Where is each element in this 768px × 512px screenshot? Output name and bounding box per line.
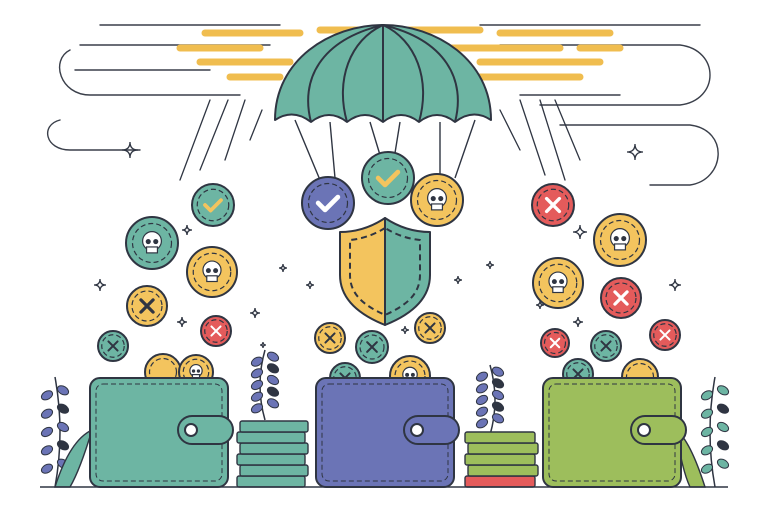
stacked-coin bbox=[236, 431, 306, 444]
coin-x bbox=[200, 315, 232, 347]
sparkles bbox=[93, 141, 682, 349]
wallet-icon bbox=[542, 377, 687, 488]
coin-x bbox=[590, 330, 622, 362]
stacked-coin bbox=[239, 442, 309, 455]
coin-stack bbox=[236, 420, 309, 488]
stacked-coin bbox=[239, 420, 309, 433]
sparkle-icon bbox=[668, 278, 682, 292]
wallet-clasp-button bbox=[184, 423, 198, 437]
sparkle-icon bbox=[453, 275, 463, 285]
x-icon bbox=[424, 322, 436, 334]
sparkle-icon bbox=[176, 316, 188, 328]
stacked-coin bbox=[236, 475, 306, 488]
x-icon bbox=[659, 329, 671, 341]
coin-skull bbox=[186, 246, 238, 298]
leaf-icon bbox=[700, 376, 730, 488]
coin-x bbox=[414, 312, 446, 344]
sparkle-icon bbox=[535, 300, 545, 310]
stacked-coin bbox=[464, 431, 536, 444]
coin-x bbox=[126, 285, 168, 327]
stacked-coin bbox=[236, 453, 306, 466]
x-icon bbox=[210, 325, 222, 337]
motion-lines bbox=[179, 99, 581, 181]
x-icon bbox=[107, 340, 119, 352]
coin-check bbox=[191, 183, 235, 227]
coin-x bbox=[314, 322, 346, 354]
stacked-coin bbox=[239, 464, 309, 477]
coin-x bbox=[540, 328, 570, 358]
check-icon bbox=[203, 198, 223, 213]
skull-icon bbox=[142, 231, 162, 254]
x-icon bbox=[613, 290, 629, 306]
sparkle-icon bbox=[121, 141, 139, 159]
skull-icon bbox=[610, 228, 630, 251]
shield-icon bbox=[339, 217, 431, 326]
sparkle-icon bbox=[305, 280, 315, 290]
skull-icon bbox=[427, 188, 447, 211]
cloud-right bbox=[479, 24, 719, 186]
wallet-icon bbox=[89, 377, 234, 488]
sparkle-icon bbox=[400, 325, 410, 335]
leaf-icon bbox=[40, 376, 70, 488]
wallets bbox=[89, 377, 687, 488]
coin-skull bbox=[532, 257, 584, 309]
x-icon bbox=[600, 340, 612, 352]
stacked-coin bbox=[467, 442, 539, 455]
cloud-left bbox=[47, 24, 281, 151]
parachute-icon bbox=[274, 24, 492, 123]
sparkle-icon bbox=[572, 316, 584, 328]
sparkle-icon bbox=[485, 260, 495, 270]
parachute-strings bbox=[294, 119, 476, 181]
coin-skull bbox=[593, 213, 647, 267]
x-icon bbox=[544, 196, 562, 214]
x-icon bbox=[139, 298, 155, 314]
coin-x bbox=[97, 330, 129, 362]
stacked-coin bbox=[467, 464, 539, 477]
wallet-icon bbox=[315, 377, 460, 488]
coin-skull bbox=[410, 173, 464, 227]
coin-x bbox=[649, 319, 681, 351]
skull-icon bbox=[189, 363, 203, 380]
skull-icon bbox=[548, 271, 568, 294]
coin-x bbox=[600, 277, 642, 319]
sparkle-icon bbox=[626, 143, 644, 161]
wallet-clasp-button bbox=[637, 423, 651, 437]
cloud-outlines bbox=[47, 24, 719, 186]
x-icon bbox=[549, 337, 561, 349]
check-icon bbox=[375, 169, 401, 188]
coin-check bbox=[361, 151, 415, 205]
leaf-icon bbox=[475, 364, 505, 436]
stacked-coin bbox=[464, 453, 536, 466]
coin-x bbox=[355, 330, 389, 364]
sparkle-icon bbox=[278, 263, 288, 273]
sparkle-icon bbox=[249, 307, 261, 319]
coin-stack bbox=[464, 431, 539, 488]
plants bbox=[40, 349, 730, 488]
wallet-clasp-button bbox=[410, 423, 424, 437]
sparkle-icon bbox=[93, 278, 107, 292]
check-icon bbox=[315, 194, 341, 213]
skull-icon bbox=[202, 260, 222, 283]
sparkle-icon bbox=[181, 224, 193, 236]
coin-x bbox=[531, 183, 575, 227]
sparkle-icon bbox=[572, 224, 588, 240]
leaf-icon bbox=[250, 349, 280, 421]
stacked-coin bbox=[464, 475, 536, 488]
coin-check bbox=[301, 176, 355, 230]
sparkle-icon bbox=[259, 341, 267, 349]
x-icon bbox=[366, 341, 378, 353]
coin-skull bbox=[125, 216, 179, 270]
x-icon bbox=[324, 332, 336, 344]
